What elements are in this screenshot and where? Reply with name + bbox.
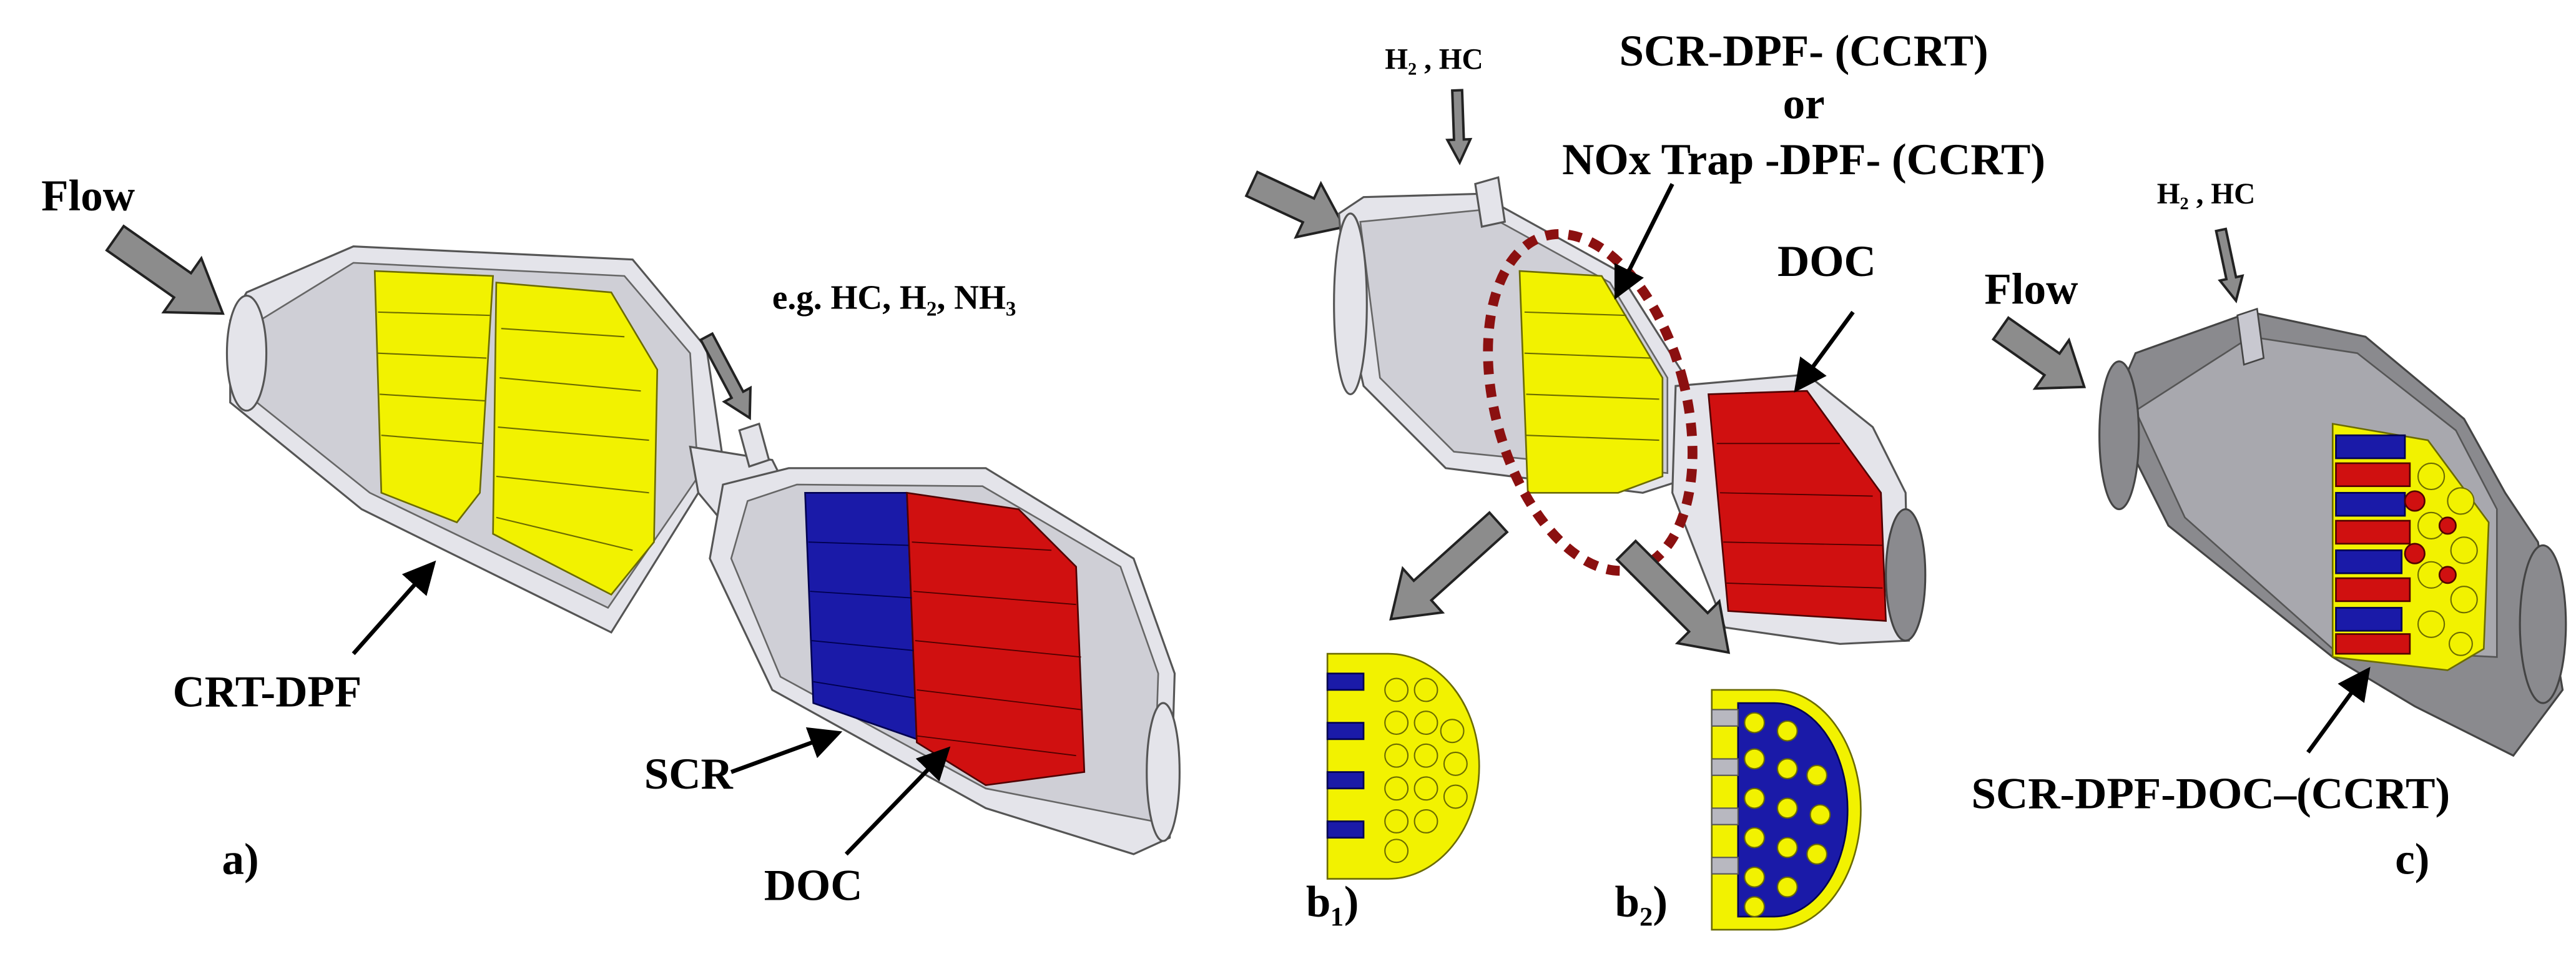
injection-port-b [1474, 176, 1507, 228]
flow-label-a: Flow [41, 172, 135, 220]
ccrt-label: SCR-DPF-DOC–(CCRT) [1971, 769, 2450, 818]
panel-a: Flow [41, 172, 1181, 910]
dpf-block [492, 282, 659, 596]
dpf-block-b [1518, 270, 1664, 494]
scr-pointer [730, 727, 843, 774]
scr-block [804, 491, 918, 740]
scr-label: SCR [644, 750, 734, 799]
panel-label-a: a) [222, 835, 259, 884]
title-pointer [1614, 183, 1674, 300]
doc-block [906, 491, 1086, 786]
scr-dpf-unit [1333, 176, 1685, 494]
doc-label-a: DOC [764, 862, 863, 910]
title-line-3: NOx Trap -DPF- (CCRT) [1562, 135, 2045, 184]
injection-port-a [738, 422, 770, 468]
injection-arrow-b [1445, 89, 1473, 165]
panel-label-c: c) [2395, 835, 2429, 884]
doc-unit-b [1671, 373, 1927, 645]
flow-arrow-b [1244, 170, 1346, 239]
scr-doc-unit [709, 467, 1181, 855]
flow-arrow-c [1991, 316, 2087, 390]
scr-dpf-doc-unit [2098, 307, 2567, 757]
ccrt-pointer [2306, 667, 2371, 754]
injection-arrow-a [699, 332, 752, 420]
b2-label: b₂) [1615, 878, 1668, 927]
b1-label: b₁) [1306, 878, 1359, 927]
doc-label-b: DOC [1777, 237, 1876, 286]
expand-arrow-b2 [1615, 539, 1731, 654]
title-line-2: or [1783, 79, 1825, 128]
injection-arrow-c [2215, 227, 2244, 303]
injection-label-a: e.g. HC, H₂, NH₃ [772, 278, 1016, 317]
flow-arrow-a [105, 224, 225, 315]
crt-dpf-unit [225, 245, 724, 634]
expand-arrow-b1 [1389, 511, 1509, 621]
injection-label-c: H₂ , HC [2157, 178, 2256, 210]
doc-pointer-b [1794, 310, 1855, 393]
flow-label-c: Flow [1984, 265, 2078, 314]
injection-label-b: H₂ , HC [1385, 43, 1483, 76]
dpf-cone-block [373, 270, 494, 524]
crt-dpf-label: CRT-DPF [173, 667, 362, 716]
panel-c: H₂ , HC Flow [1971, 178, 2567, 884]
doc-pointer-a [844, 746, 951, 856]
panel-b: H₂ , HC SCR-DPF- (CCRT) or NOx Trap -DPF… [1244, 27, 2045, 931]
title-line-1: SCR-DPF- (CCRT) [1620, 27, 1989, 76]
cross-section-b1 [1326, 652, 1480, 880]
cross-section-b2 [1711, 689, 1862, 931]
crt-dpf-pointer [351, 560, 436, 656]
doc-block-b [1708, 390, 1887, 622]
